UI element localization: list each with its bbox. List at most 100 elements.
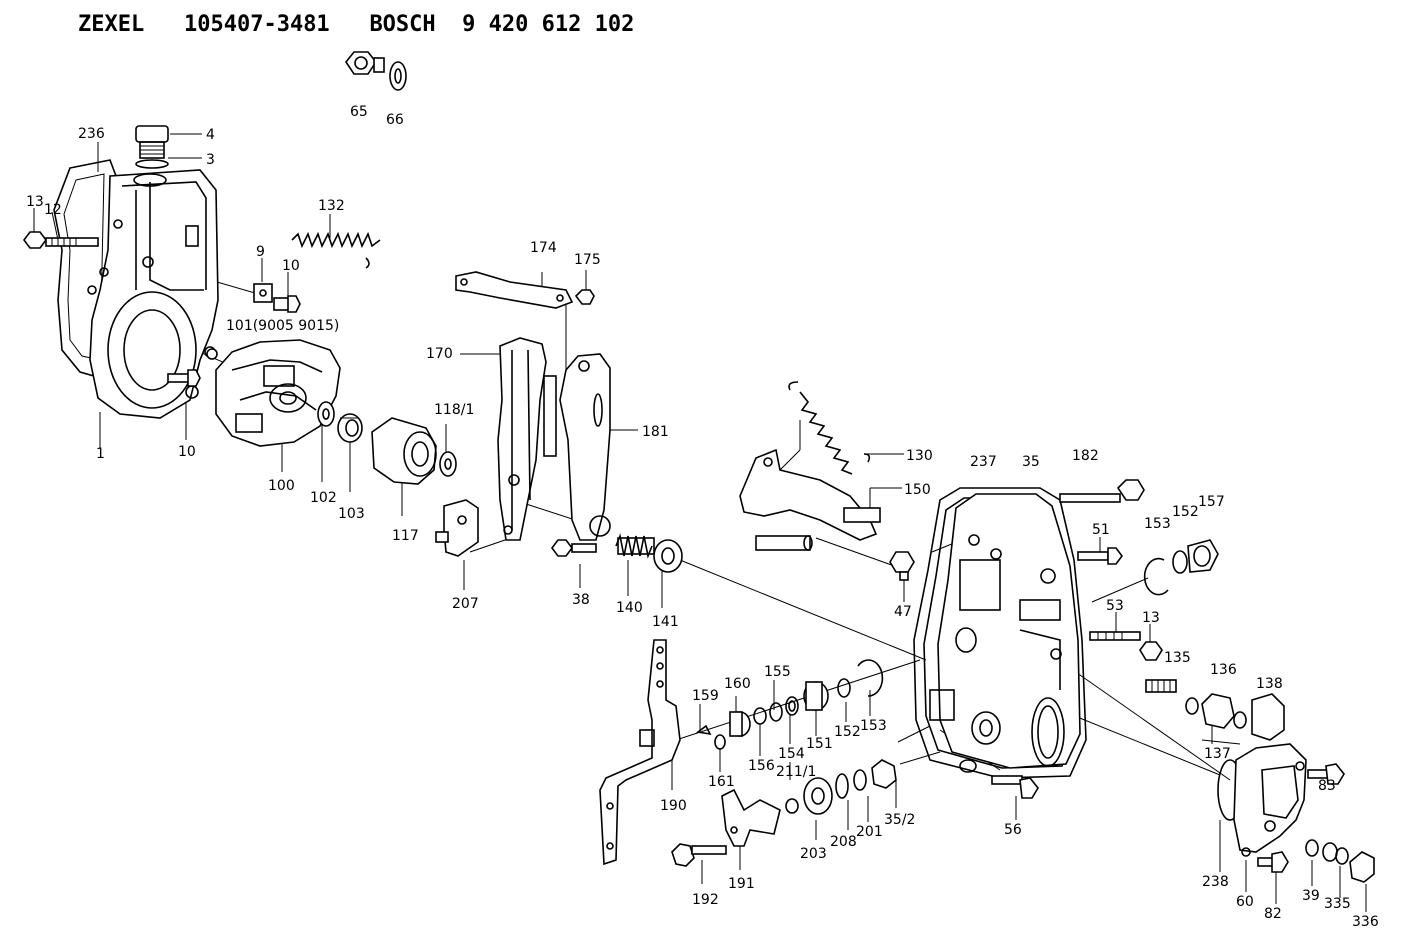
label-35-2: 35/2 (884, 812, 915, 828)
label-13-left: 13 (26, 194, 44, 210)
label-38: 38 (572, 592, 590, 608)
part-117-sliding-sleeve (371, 417, 437, 485)
part-174-link (455, 271, 574, 309)
label-138: 138 (1256, 676, 1283, 692)
part-102-washer (317, 401, 335, 427)
part-208-o-ring (835, 773, 849, 799)
maker-bosch: BOSCH (369, 12, 436, 37)
part-labels: 4 3 236 13 12 132 9 10 101(9005 9015) 1 … (26, 104, 1379, 930)
label-39: 39 (1302, 888, 1320, 904)
part-201-washer (853, 769, 867, 791)
label-9: 9 (256, 244, 265, 260)
label-152-upper: 152 (1172, 504, 1199, 520)
part-181-lever (559, 353, 611, 541)
part-236-gasket (53, 159, 117, 382)
label-135: 135 (1164, 650, 1191, 666)
label-335: 335 (1324, 896, 1351, 912)
label-4: 4 (206, 127, 215, 143)
label-207: 207 (452, 596, 479, 612)
part-160-bushing (729, 711, 751, 737)
part-10-screw-lower (167, 369, 201, 387)
part-157-plug (1187, 539, 1219, 573)
label-35: 35 (1022, 454, 1040, 470)
part-141-nut (653, 539, 683, 573)
label-238: 238 (1202, 874, 1229, 890)
part-155-washer (769, 702, 783, 722)
label-181: 181 (642, 424, 669, 440)
part-130-spring (788, 381, 871, 475)
part-151-bushing (803, 681, 829, 711)
part-150-lever-shaft (739, 448, 881, 551)
part-138-cap-nut (1251, 693, 1285, 741)
label-83: 83 (1318, 778, 1336, 794)
part-161-washer (714, 734, 726, 750)
label-190: 190 (660, 798, 687, 814)
label-203: 203 (800, 846, 827, 862)
label-140: 140 (616, 600, 643, 616)
label-102: 102 (310, 490, 337, 506)
label-236: 236 (78, 126, 105, 142)
label-13-right: 13 (1142, 610, 1160, 626)
part-136-locknut (1201, 693, 1247, 729)
label-191: 191 (728, 876, 755, 892)
label-10-upper: 10 (282, 258, 300, 274)
label-174: 174 (530, 240, 557, 256)
label-201: 201 (856, 824, 883, 840)
label-175: 175 (574, 252, 601, 268)
label-153-lower: 153 (860, 718, 887, 734)
part-9-clip (253, 283, 273, 303)
label-132: 132 (318, 198, 345, 214)
label-151: 151 (806, 736, 833, 752)
label-118-1: 118/1 (434, 402, 474, 418)
part-152-washer-upper (1172, 550, 1188, 574)
label-53: 53 (1106, 598, 1124, 614)
label-3: 3 (206, 152, 215, 168)
part-3-seal (135, 159, 169, 169)
label-47: 47 (894, 604, 912, 620)
diagram-header: ZEXEL 105407-3481 BOSCH 9 420 612 102 (78, 12, 634, 37)
label-152-lower: 152 (834, 724, 861, 740)
part-13-nut-left (23, 231, 47, 249)
part-182-bolt (1059, 479, 1145, 503)
label-56: 56 (1004, 822, 1022, 838)
part-203-bushing (803, 777, 833, 815)
part-53-stud (1089, 631, 1141, 641)
label-100: 100 (268, 478, 295, 494)
part-13-nut-right (1139, 641, 1163, 661)
maker-zexel: ZEXEL (78, 12, 145, 37)
part-132-spring (291, 231, 381, 269)
part-175-nut (574, 289, 595, 305)
part-170-lever (497, 337, 557, 541)
part-66-washer (389, 61, 407, 91)
label-159: 159 (692, 688, 719, 704)
label-137: 137 (1204, 746, 1231, 762)
part-159-pin (696, 724, 712, 736)
part-140-spring (615, 533, 655, 559)
part-83-screw (1307, 763, 1345, 785)
label-154: 154 (778, 746, 805, 762)
part-103-bushing (337, 413, 363, 443)
part-12-stud (45, 237, 99, 247)
label-160: 160 (724, 676, 751, 692)
part-211-1-washer (785, 798, 799, 814)
label-155: 155 (764, 664, 791, 680)
part-35-2-nut (871, 759, 897, 789)
part-153-clip-upper (1143, 557, 1169, 596)
bosch-part-number: 9 420 612 102 (462, 12, 635, 37)
label-1: 1 (96, 446, 105, 462)
part-47-screw (889, 551, 915, 581)
part-153-clip-lower (857, 659, 884, 697)
label-10-lower: 10 (178, 444, 196, 460)
label-150: 150 (904, 482, 931, 498)
label-211-1: 211/1 (776, 764, 816, 780)
part-154-o-ring (785, 696, 799, 716)
part-156-washer (753, 707, 767, 725)
part-60-end-cover (1233, 743, 1307, 857)
part-82-screw (1257, 851, 1289, 873)
label-51: 51 (1092, 522, 1110, 538)
label-170: 170 (426, 346, 453, 362)
part-137-washer (1185, 697, 1199, 715)
label-12: 12 (44, 202, 62, 218)
label-182: 182 (1072, 448, 1099, 464)
